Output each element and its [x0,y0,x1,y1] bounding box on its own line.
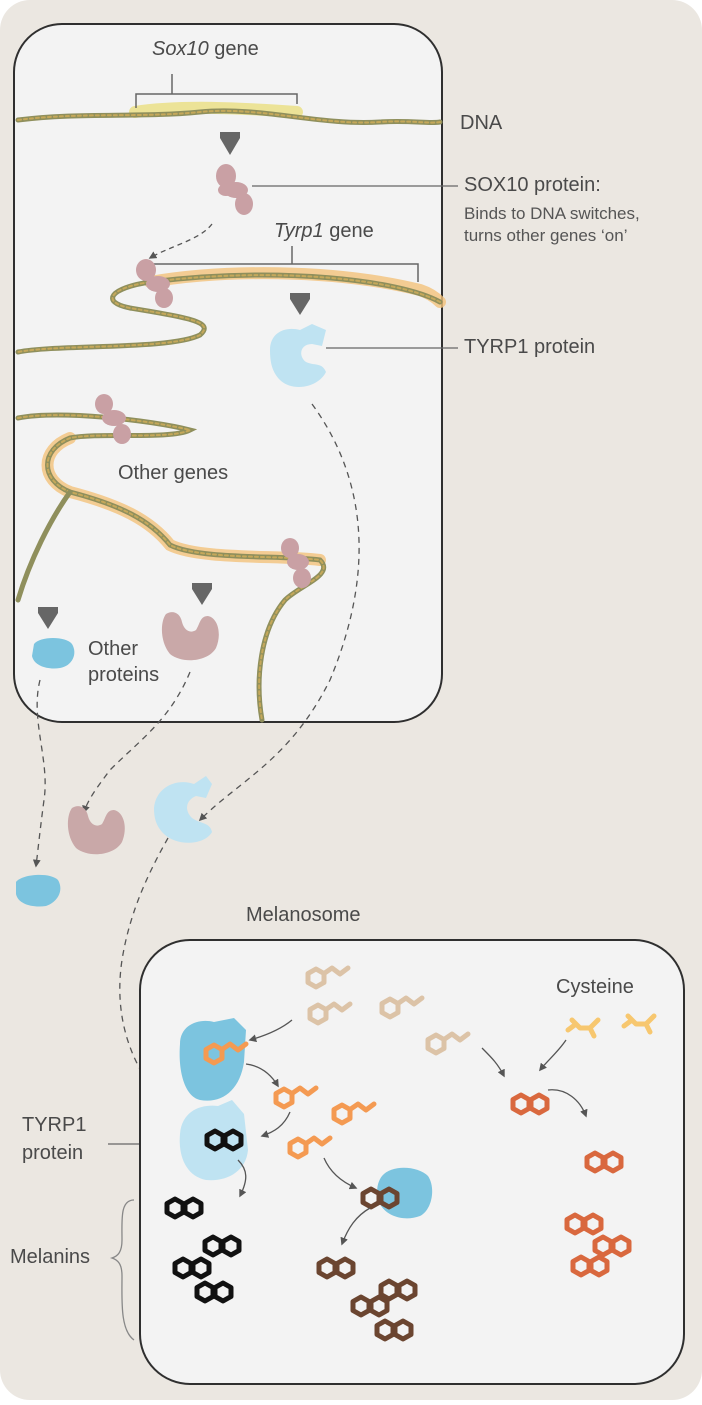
tyrp1-gene-label: Tyrp1 gene [274,220,374,243]
cysteine-label: Cysteine [556,976,634,998]
reaction-arrows [237,1019,588,1246]
melanosome-label: Melanosome [246,904,361,926]
sox10-protein-tyrp1 [136,259,173,308]
other-protein-blue-nucleus [32,638,75,669]
sox10-gene-label: Sox10 gene [152,38,259,61]
tyrp1-protein-nucleus [270,324,326,387]
arrow-down-sox10 [220,132,240,155]
melanosome-box [139,939,685,1385]
dna-label: DNA [460,112,503,134]
sox10-protein-desc-2: turns other genes ‘on’ [464,226,628,245]
dna-strand-lower-left [15,489,73,603]
enzyme-blue-top [179,1018,246,1101]
sox10-gene-word: gene [208,38,259,60]
sox10-protein-free [216,164,253,215]
other-protein-pink-nucleus [161,612,219,661]
melanins-brace [109,1199,135,1341]
dna-strands [15,101,446,723]
sox10-protein-desc-1: Binds to DNA switches, [464,204,640,223]
tyrp1-protein-melanosome [179,1100,248,1181]
other-protein-blue-cytoplasm [16,874,61,907]
sox10-gene-name: Sox10 [152,38,209,60]
nucleus-box [13,23,443,723]
sox10-protein-other [95,394,131,444]
arrow-down-other-mid [192,583,212,605]
tyrp1-gene-word: gene [323,220,374,242]
tyrp1-protein-lower-label-2: protein [22,1142,84,1164]
dashed-path-sox10 [148,223,213,259]
expression-arrows [38,132,310,629]
sox10-protein-lower [281,538,311,588]
tyrp1-protein-lower-label-1: TYRP1 [22,1114,87,1136]
tyrp1-protein-label: TYRP1 protein [464,336,596,358]
other-proteins-label-1: Other [88,638,139,660]
melanins-label: Melanins [10,1246,91,1268]
other-protein-pink-cytoplasm [67,806,125,855]
arrow-down-other-left [38,607,58,629]
other-proteins-label-2: proteins [88,664,160,686]
sox10-gene-bracket [135,74,298,108]
arrow-down-tyrp1 [290,293,310,315]
tyrp1-protein-cytoplasm [154,776,212,843]
tyrp1-gene-name: Tyrp1 [274,220,324,242]
other-genes-label: Other genes [118,462,229,484]
sox10-protein-title: SOX10 protein: [464,174,601,196]
